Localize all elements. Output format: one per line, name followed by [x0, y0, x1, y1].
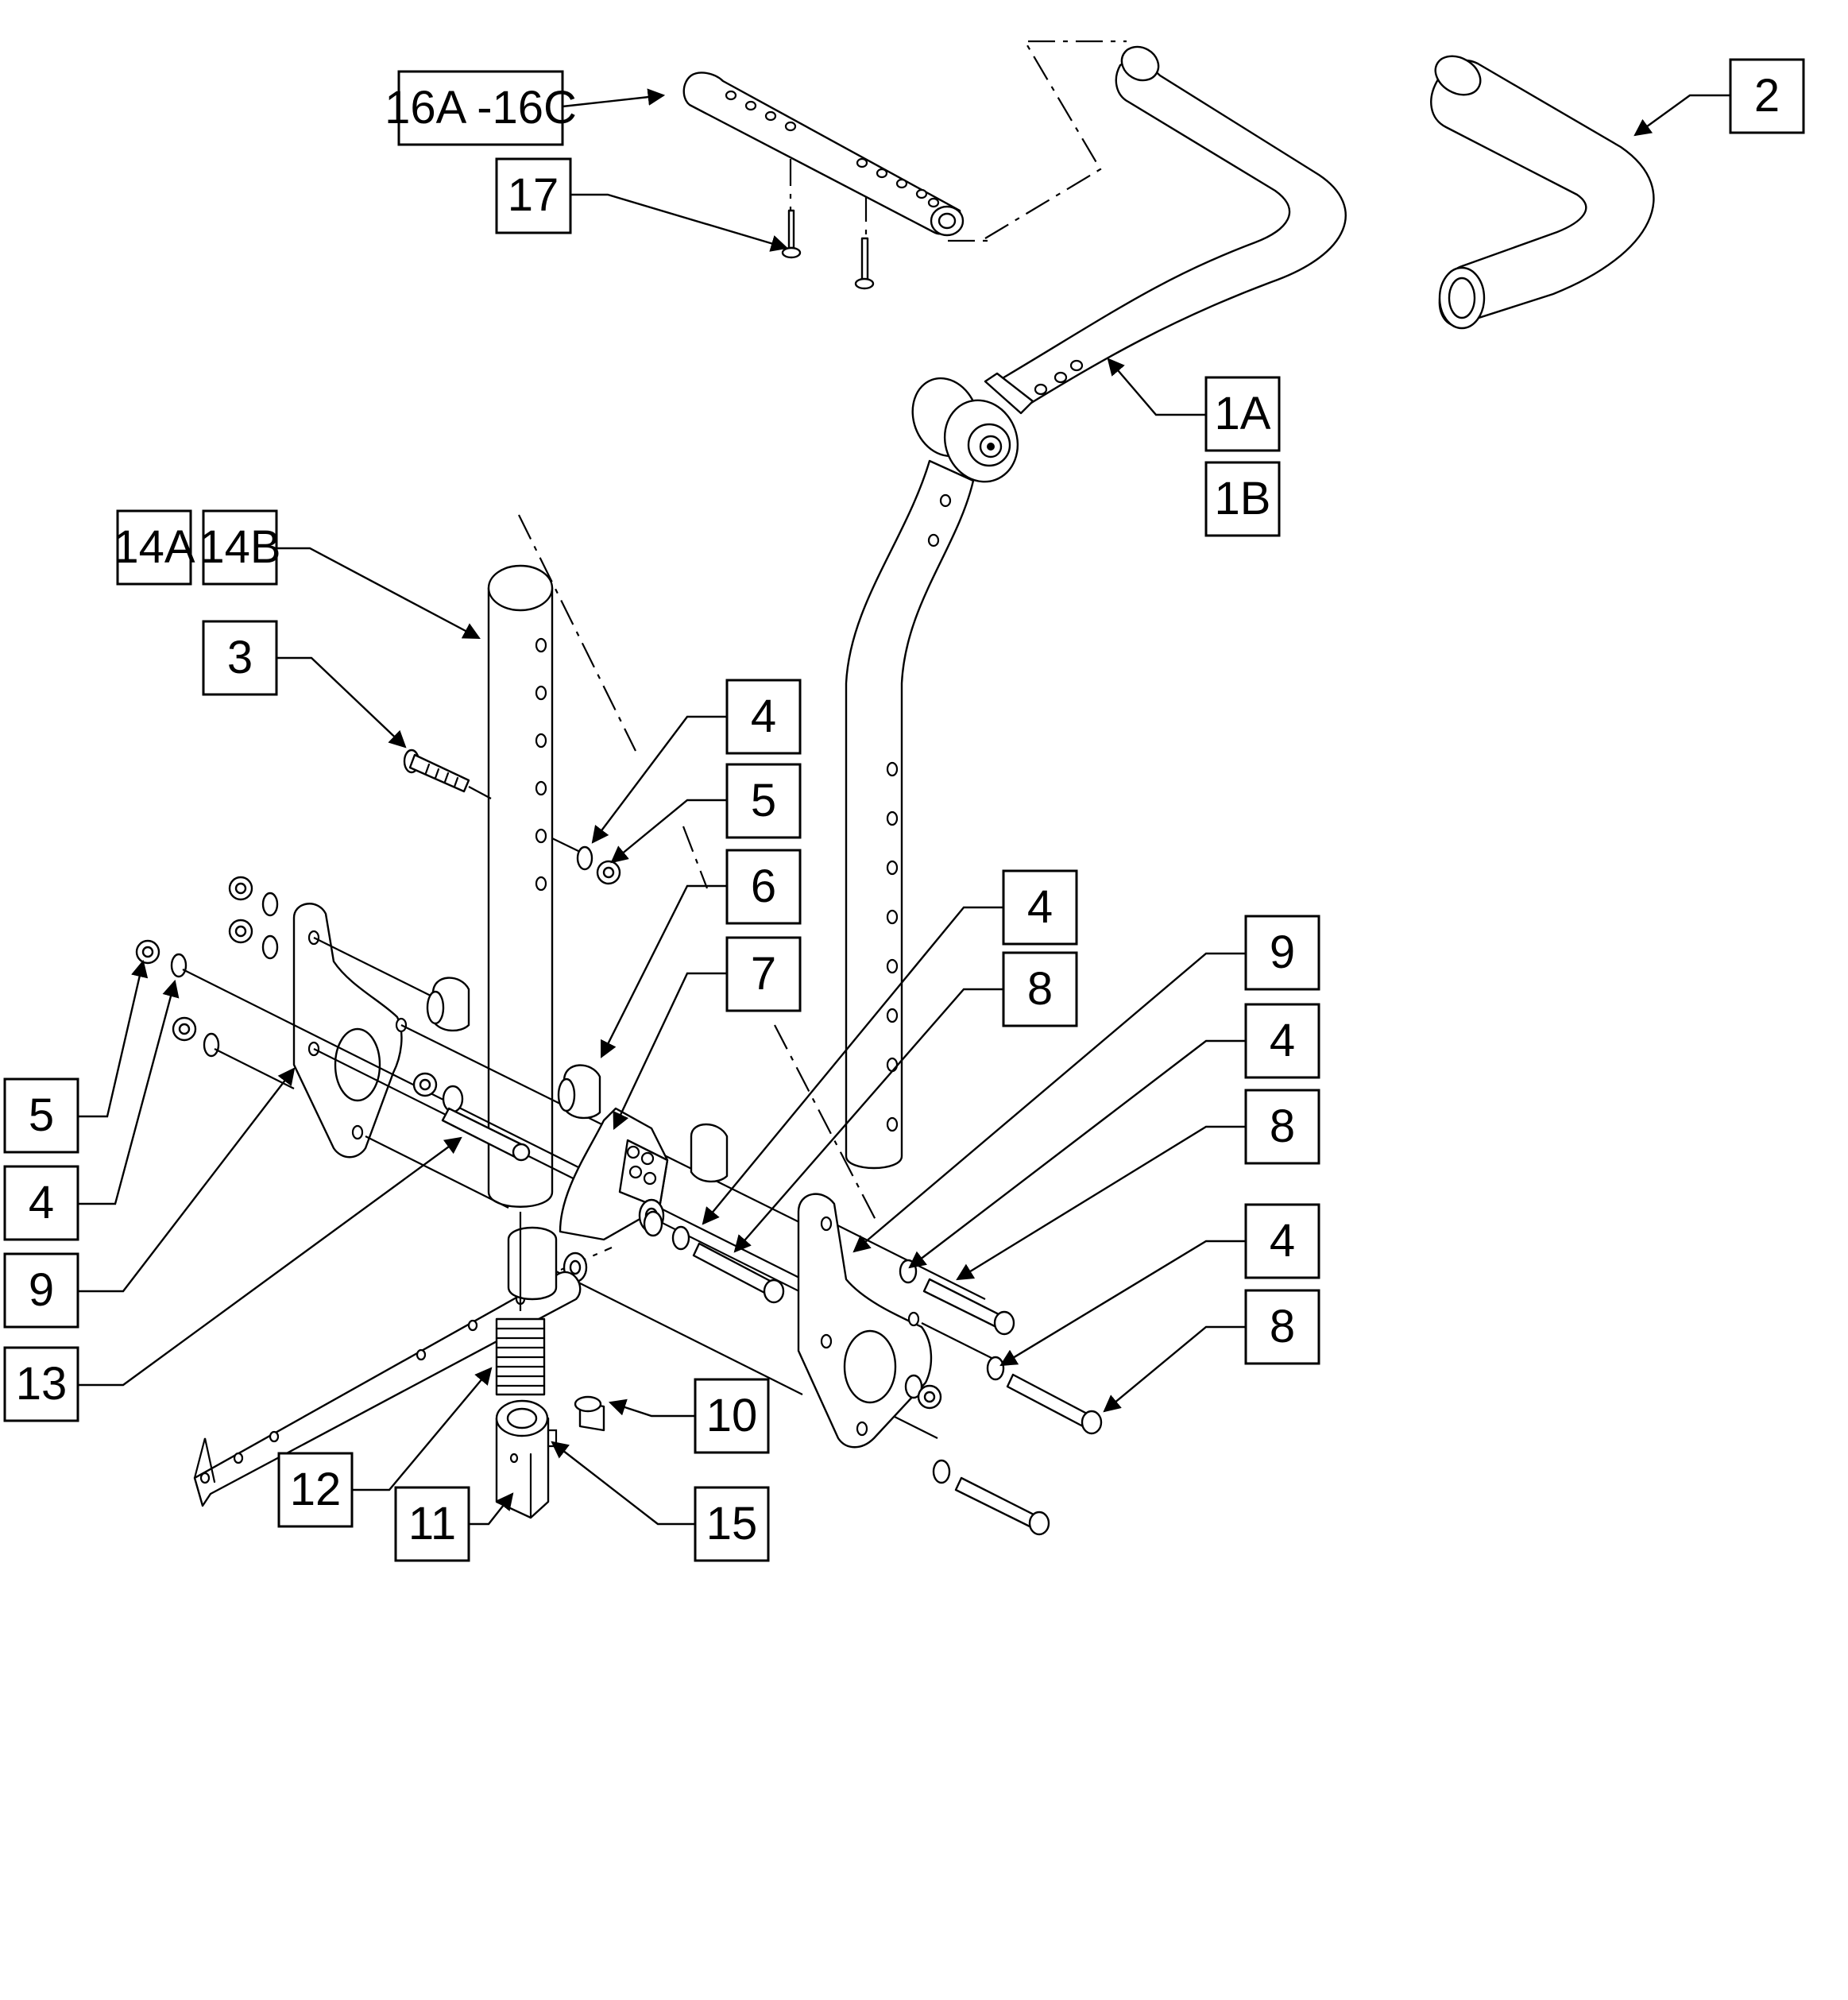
part-8-bolts: [643, 1210, 1103, 1536]
callout-1a: 1A: [1204, 376, 1281, 452]
callout-text: 4: [1270, 1215, 1295, 1267]
part-3-bolt: [403, 749, 470, 793]
callout-7: 7: [725, 936, 802, 1012]
part-16-tube: [682, 72, 965, 237]
callout-text: 9: [1270, 926, 1295, 978]
callout-text: 4: [751, 691, 776, 742]
part-1-handle: [911, 45, 1347, 483]
callout-10: 10: [694, 1378, 770, 1454]
callout-4-right-2: 4: [1244, 1203, 1320, 1279]
callout-5-left: 5: [3, 1077, 79, 1154]
callout-4-mid: 4: [1002, 869, 1078, 946]
part-9-right-plate: [797, 1193, 933, 1449]
callout-8-mid: 8: [1002, 951, 1078, 1027]
callout-text: 16A -16C: [385, 82, 577, 133]
callout-17: 17: [495, 157, 572, 234]
part-14-tube: [487, 564, 554, 1208]
callout-text: 8: [1027, 963, 1053, 1015]
callout-6: 6: [725, 849, 802, 925]
callout-text: 9: [29, 1264, 54, 1316]
callout-text: 6: [751, 861, 776, 912]
part-13-pin: [412, 1072, 531, 1162]
callout-text: 4: [29, 1177, 54, 1228]
callout-text: 13: [16, 1358, 68, 1410]
callout-4-left: 4: [3, 1165, 79, 1241]
part-11-plunger: [495, 1399, 550, 1519]
callout-text: 2: [1754, 70, 1780, 122]
callout-14a: 14A: [113, 509, 195, 586]
left-nuts-washers: [135, 876, 279, 1058]
callout-12: 12: [277, 1452, 354, 1528]
callout-text: 10: [706, 1390, 758, 1441]
callout-4-right-1: 4: [1244, 1003, 1320, 1079]
callout-9-left: 9: [3, 1252, 79, 1329]
callout-text: 4: [1270, 1015, 1295, 1066]
callout-text: 5: [29, 1089, 54, 1141]
callout-text: 1B: [1215, 473, 1271, 524]
callout-9-right: 9: [1244, 915, 1320, 991]
callout-16a-16c: 16A -16C: [385, 70, 577, 146]
callout-13: 13: [3, 1346, 79, 1422]
part-12-spring: [495, 1212, 546, 1396]
alignment-lines: [518, 40, 1127, 1271]
callout-11: 11: [394, 1486, 470, 1562]
callout-5-upper: 5: [725, 763, 802, 839]
callout-15: 15: [694, 1486, 770, 1562]
callout-text: 7: [751, 948, 776, 1000]
part-10-pin: [574, 1395, 605, 1432]
callout-14b: 14B: [199, 509, 281, 586]
callout-1b: 1B: [1204, 461, 1281, 537]
leader-lines: [78, 88, 1730, 1526]
callout-4-upper: 4: [725, 679, 802, 755]
callout-text: 1A: [1215, 388, 1271, 439]
part-9-left-plate: [292, 903, 408, 1159]
callout-text: 17: [508, 169, 559, 221]
part-1-post: [845, 459, 975, 1170]
washer-nut-upper: [551, 838, 621, 885]
callout-8-right-1: 8: [1244, 1089, 1320, 1165]
callout-text: 15: [706, 1498, 758, 1549]
callout-text: 5: [751, 775, 776, 826]
part-7-bracket: [559, 1107, 669, 1283]
callout-text: 12: [290, 1464, 342, 1515]
callout-2: 2: [1729, 58, 1805, 134]
callout-text: 8: [1270, 1101, 1295, 1152]
callout-text: 14B: [199, 521, 280, 573]
callout-text: 4: [1027, 881, 1053, 933]
part-17-screws: [781, 209, 875, 290]
callout-text: 11: [408, 1498, 456, 1549]
callout-text: 8: [1270, 1301, 1295, 1352]
part-2-grip: [1430, 55, 1655, 330]
part-6-spacers: [426, 977, 729, 1183]
callout-3: 3: [202, 620, 278, 696]
callout-text: 3: [227, 632, 253, 683]
callout-8-right-2: 8: [1244, 1289, 1320, 1365]
callout-text: 14A: [113, 521, 195, 573]
